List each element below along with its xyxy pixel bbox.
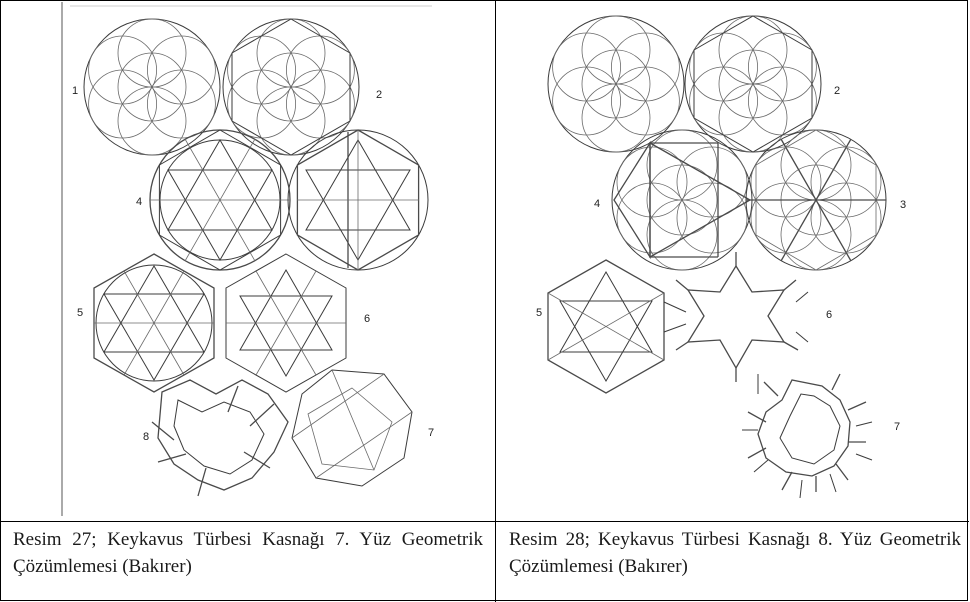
circle-1 xyxy=(547,15,685,153)
heptagon-7 xyxy=(291,369,413,487)
figure-label: 6 xyxy=(826,309,832,321)
star-6 xyxy=(663,252,809,382)
circle-4 xyxy=(149,129,291,271)
figure-label: 2 xyxy=(834,85,840,97)
interlace-8 xyxy=(151,379,289,497)
circle-2 xyxy=(684,15,822,153)
hexagon-5 xyxy=(93,253,215,393)
figure-label: 6 xyxy=(364,313,370,325)
hexagon-6 xyxy=(225,253,347,393)
row-divider xyxy=(1,521,969,522)
circle-1 xyxy=(83,18,221,156)
figure-label: 5 xyxy=(77,307,83,319)
circle-2 xyxy=(222,18,360,156)
circle-4 xyxy=(611,129,753,271)
figure-label: 5 xyxy=(536,307,542,319)
circle-3 xyxy=(287,129,429,271)
circle-3 xyxy=(745,129,887,271)
column-divider xyxy=(495,1,496,602)
figure-28-caption: Resim 28; Keykavus Türbesi Kasnağı 8. Yü… xyxy=(509,529,961,577)
figure-label: 2 xyxy=(376,89,382,101)
figure-label: 3 xyxy=(900,199,906,211)
figure-label: 8 xyxy=(143,431,149,443)
figure-label: 1 xyxy=(72,85,78,97)
figure-label: 7 xyxy=(428,427,434,439)
interlace-7 xyxy=(742,373,873,499)
figure-label: 7 xyxy=(894,421,900,433)
figure-27-caption: Resim 27; Keykavus Türbesi Kasnağı 7. Yü… xyxy=(13,529,483,577)
figure-label: 4 xyxy=(594,198,600,210)
figure-label: 4 xyxy=(136,196,142,208)
figure-28-drawing: 2 4 3 5 6 7 xyxy=(496,2,969,521)
hexagon-5 xyxy=(547,259,665,394)
figure-27-drawing: 1 2 4 5 6 8 7 xyxy=(2,2,495,521)
